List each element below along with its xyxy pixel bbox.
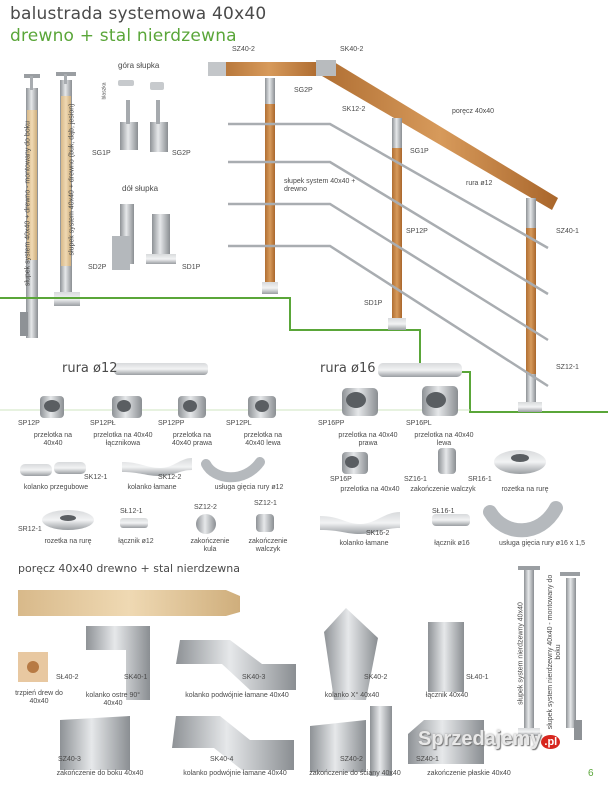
rura12-r3-code-0: SR12-1 [18,526,42,533]
porecz-r1-cap-3: kolanko X° 40x40 [324,692,380,699]
rura16-r1-cap-0: przelotka na 40x40 prawa [338,432,398,447]
rura12-r1-code-3: SP12PL [226,420,252,427]
rura16-r3-cap-0: kolanko łamane [339,540,389,547]
rura12-r2-code-0: SK12-1 [84,474,108,481]
rura16-r2-cap-0: przelotka na 40x40 [340,486,400,493]
porecz-r2-cap-3: zakończenie płaskie 40x40 [427,770,511,777]
brand-name: Sprzedajemy [418,728,542,750]
callout-porecz: poręcz 40x40 [452,108,495,115]
brand-tld: .pl [541,735,561,749]
rura12-r3-cap-3: zakończenie walczyk [248,538,288,553]
rura16-r2-cap-2: rozetka na rurę [501,486,549,493]
porecz-r2-cap-2: zakończenie do ściany 40x40 [309,770,401,777]
rura12-r1-code-2: SP12PP [158,420,185,427]
rura16-r2-code-1: SZ16-1 [404,476,427,483]
post-bottom-code-sd1p: SD1P [182,264,201,271]
post-bottom-code-sd2p: SD2P [88,264,107,271]
rura16-r3-code-0: SK16-2 [366,530,390,537]
page-title-line2: drewno + stal nierdzewna [10,26,237,46]
brand-watermark: Sprzedajemy.pl [418,728,561,751]
callout-sd1p: SD1P [364,300,383,307]
rura12-parts [20,363,276,534]
post-top-parts [118,80,168,152]
rura16-r1-code-0: SP16PP [318,420,345,427]
rura12-r3-cap-2: zakończenie kula [190,538,230,553]
rura12-r3-code-3: SZ12-1 [254,500,277,507]
porecz-r1-code-1: SK40-1 [124,674,148,681]
rura12-r3-cap-1: łącznik ø12 [118,538,154,545]
left-post-wood-label: słupek system 40x40 + drewno (buk, dąb, … [68,103,76,256]
page-number: 6 [588,768,594,779]
rura16-r3-code-1: SŁ16-1 [432,508,455,515]
rura12-heading: rura ø12 [62,361,118,376]
rura16-r2-code-0: SP16P [330,476,352,483]
porecz-r1-cap-2: kolanko podwójnie łamane 40x40 [185,692,289,699]
porecz-r1-cap-1: kolanko ostre 90° 40x40 [85,692,141,707]
rura12-r3-code-1: SŁ12-1 [120,508,143,515]
rura16-r3-cap-1: łącznik ø16 [434,540,470,547]
left-post-wall-label: słupek system 40x40 + drewno - montowany… [24,120,32,287]
porecz-r1-cap-4: łącznik 40x40 [425,692,469,699]
callout-sk40-2: SK40-2 [340,46,364,53]
rura12-r3-code-2: SZ12-2 [194,504,217,511]
right-post-label-a: słupek system nierdzewny 40x40 [517,602,525,705]
porecz-r2-code-1: SK40-4 [210,756,234,763]
rura12-r2-cap-0: kolanko przegubowe [23,484,89,491]
right-post-label-b: słupek system nierdzewny 40x40 - montowa… [547,574,562,730]
rura12-r1-cap-1: przelotka na 40x40 łącznikowa [93,432,153,447]
stair-outline [0,297,608,413]
left-posts [20,72,80,338]
callout-sz40-1: SZ40-1 [556,228,579,235]
rura12-r2-cap-2: usługa gięcia rury ø12 [214,484,284,491]
rura12-r3-cap-0: rozetka na rurę [44,538,92,545]
callout-sg2p: SG2P [294,87,313,94]
callout-sp12p: SP12P [406,228,428,235]
porecz-r2-cap-0: zakończenie do boku 40x40 [56,770,144,777]
porecz-r1-code-4: SŁ40-1 [466,674,489,681]
porecz-r1-code-3: SK40-2 [364,674,388,681]
rura12-r1-code-0: SP12P [18,420,40,427]
porecz-r2-cap-1: kolanko podwójnie łamane 40x40 [183,770,287,777]
rura12-r1-cap-2: przelotka na 40x40 prawa [171,432,213,447]
rura12-r2-cap-1: kolanko łamane [127,484,177,491]
rura12-r1-cap-3: przelotka na 40x40 lewa [243,432,283,447]
porecz-r2-code-0: SZ40-3 [58,756,81,763]
rura16-r2-code-2: SR16-1 [468,476,492,483]
page-title-line1: balustrada systemowa 40x40 [10,4,267,24]
post-top-blaszka: blaszka [101,82,108,100]
rura16-r2-cap-1: zakończenie walczyk [410,486,476,493]
callout-sg1p: SG1P [410,148,429,155]
post-top-code-sg1p: SG1P [92,150,111,157]
rura16-r3-cap-2: usługa gięcia rury ø16 x 1,5 [499,540,585,547]
porecz-heading: poręcz 40x40 drewno + stal nierdzewna [18,562,240,575]
callout-slupek: słupek system 40x40 + drewno [284,178,356,193]
callout-rura12: rura ø12 [466,180,493,187]
post-top-code-sg2p: SG2P [172,150,191,157]
rura16-heading: rura ø16 [320,361,376,376]
rura12-r1-cap-0: przelotka na 40x40 [33,432,73,447]
porecz-parts [18,566,582,776]
porecz-r2-code-2: SZ40-2 [340,756,363,763]
railing-illustration [208,60,558,412]
callout-sk12-2: SK12-2 [342,106,366,113]
rura16-parts [320,363,563,538]
rura16-r1-cap-1: przelotka na 40x40 lewa [414,432,474,447]
porecz-r1-code-2: SK40-3 [242,674,266,681]
callout-sz12-1: SZ12-1 [556,364,579,371]
porecz-r2-code-3: SZ40-1 [416,756,439,763]
callout-sz40-2: SZ40-2 [232,46,255,53]
porecz-r1-code-0: SŁ40-2 [56,674,79,681]
rura16-r1-code-1: SP16PL [406,420,432,427]
porecz-r1-cap-0: trzpień drew do 40x40 [15,690,63,705]
post-bottom-parts [112,204,176,270]
rura12-r1-code-1: SP12PŁ [90,420,116,427]
post-bottom-heading: dół słupka [122,184,159,193]
post-top-heading: góra słupka [118,61,160,70]
rura12-r2-code-1: SK12-2 [158,474,182,481]
